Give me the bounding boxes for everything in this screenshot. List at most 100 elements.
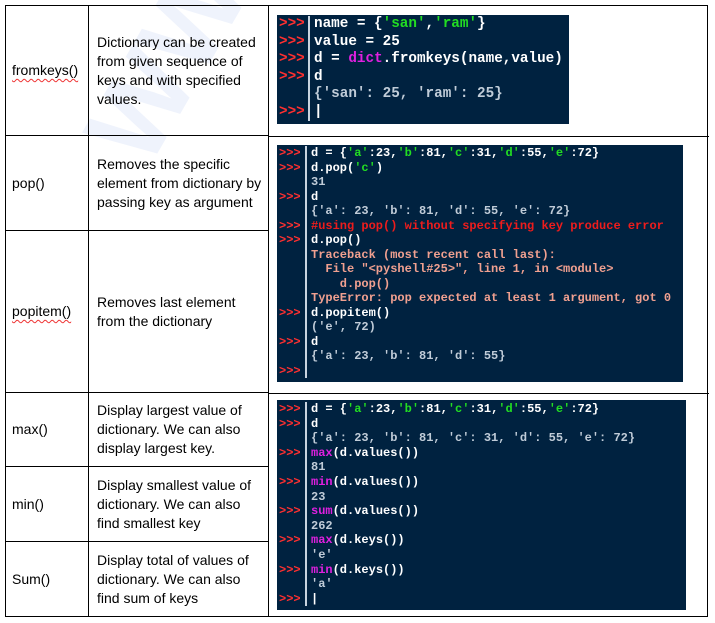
shell-line: 23 (277, 489, 686, 505)
fn-cell-sum: Sum() (6, 542, 89, 617)
shell-code: d (307, 335, 318, 350)
code-token: value = 25 (314, 33, 400, 50)
desc-cell-min: Display smallest value of dictionary. We… (89, 467, 269, 542)
prompt-marker: >>> (277, 402, 307, 417)
code-token: , (425, 16, 435, 32)
code-token: TypeError: pop expected at least 1 argum… (311, 291, 672, 305)
shell-code: 23 (307, 490, 325, 505)
prompt-marker (277, 276, 307, 291)
code-token: 'e' (548, 146, 571, 160)
code-token: d = { (311, 146, 348, 160)
prompt-marker (277, 204, 307, 219)
prompt-marker (277, 577, 307, 592)
code-token: d = { (311, 402, 348, 416)
prompt-marker (277, 175, 307, 190)
shell-code: d = {'a':23,'b':81,'c':31,'d':55,'e':72} (307, 402, 599, 417)
shell-line: >>>d (277, 334, 683, 350)
prompt-marker (277, 547, 307, 563)
shell-line: TypeError: pop expected at least 1 argum… (277, 291, 683, 306)
shell-line: >>> d.popitem() (277, 305, 683, 320)
shell-code: name = {'san','ram'} (310, 16, 486, 34)
shell-code: d.pop('c') (307, 161, 383, 176)
prompt-marker: >>> (277, 562, 307, 578)
prompt-marker: >>> (277, 16, 310, 34)
prompt-marker: >>> (277, 474, 307, 490)
shell-line: >>>d = dict.fromkeys(name,value) (277, 51, 569, 69)
code-token: 'a' (311, 577, 333, 592)
code-token: .fromkeys(name,value) (382, 51, 563, 67)
shell-line: >>>sum(d.values()) (277, 504, 686, 519)
code-token: (d.keys()) (332, 533, 405, 548)
prompt-marker (277, 460, 307, 475)
code-token: ) (375, 160, 384, 175)
code-token: 'a' (347, 146, 369, 160)
fn-name: max() (12, 421, 48, 437)
shell-code: ('e', 72) (307, 320, 376, 335)
prompt-marker: >>> (277, 146, 307, 161)
code-token: :81, (419, 402, 448, 416)
code-token: max (311, 533, 333, 548)
code-token: 'c' (447, 402, 470, 416)
shell-code: TypeError: pop expected at least 1 argum… (307, 291, 671, 306)
prompt-marker (277, 86, 310, 104)
code-token: min (311, 562, 333, 577)
shell-code: min(d.keys()) (307, 563, 405, 578)
prompt-marker (277, 518, 307, 534)
shell-code: | (310, 104, 323, 122)
prompt-marker: >>> (277, 504, 307, 519)
shell-line: >>>min(d.keys()) (277, 562, 686, 578)
fn-cell-pop: pop() (6, 136, 89, 231)
desc-text: Display largest value of dictionary. We … (97, 402, 242, 456)
code-token: d.pop() (311, 233, 362, 247)
fn-name: min() (12, 495, 44, 512)
shell-code: 'e' (307, 548, 333, 563)
shell-line: {'a': 23, 'b': 81, 'd': 55} (277, 349, 683, 364)
code-token: 'b' (397, 146, 420, 160)
code-token: 81 (311, 460, 326, 475)
code-token: :31, (469, 146, 499, 160)
shell-code: Traceback (most recent call last): (307, 248, 556, 263)
prompt-marker (277, 247, 307, 262)
shell-code: min(d.values()) (307, 475, 419, 490)
desc-text: Dictionary can be created from given seq… (97, 33, 256, 107)
code-token: 'd' (498, 402, 520, 416)
shell-code: {'san': 25, 'ram': 25} (310, 86, 503, 104)
shell-code (307, 364, 311, 379)
prompt-marker (277, 489, 307, 505)
shell-line: >>>max(d.values()) (277, 445, 686, 461)
code-token: :55, (519, 402, 549, 416)
shell-line: >>>d = {'a':23,'b':81,'c':31,'d':55,'e':… (277, 402, 686, 417)
python-shell-fromkeys: >>>name = {'san','ram'}>>>value = 25>>>d… (277, 15, 569, 124)
code-token: {'a': 23, 'b': 81, 'c': 31, 'd': 55, 'e'… (311, 431, 636, 446)
code-token: d.popitem() (311, 305, 391, 320)
shell-line: ('e', 72) (277, 320, 683, 335)
shell-code: 81 (307, 460, 325, 475)
code-token: 23 (311, 489, 326, 504)
prompt-marker: >>> (277, 233, 307, 248)
shell-line: >>> (277, 363, 683, 379)
shell-code: d = {'a':23,'b':81,'c':31,'d':55,'e':72} (307, 146, 599, 161)
prompt-marker: >>> (277, 189, 307, 204)
shell-line: {'a': 23, 'b': 81, 'd': 55, 'e': 72} (277, 204, 683, 219)
code-token: Traceback (most recent call last): (311, 247, 556, 262)
fn-name: popitem() (12, 303, 72, 319)
code-token: :55, (519, 146, 549, 160)
prompt-marker: >>> (277, 33, 310, 51)
code-token: :81, (419, 146, 448, 160)
prompt-marker: >>> (277, 218, 307, 233)
desc-cell-sum: Display total of values of dictionary. W… (89, 542, 269, 617)
python-shell-pop: >>>d = {'a':23,'b':81,'c':31,'d':55,'e':… (277, 145, 683, 382)
desc-text: Removes last element from the dictionary (97, 293, 236, 329)
code-token: File "<pyshell#25>", line 1, in <module> (311, 262, 614, 276)
code-token: d (314, 68, 323, 85)
shell-code: 262 (307, 519, 333, 534)
shell-line: >>>| (277, 103, 569, 122)
shell-line: >>>d (277, 416, 686, 432)
shell-code: d (310, 69, 323, 87)
prompt-marker (277, 262, 307, 277)
code-token: dict (348, 51, 383, 67)
prompt-marker: >>> (277, 305, 307, 320)
code-token: ('e', 72) (311, 320, 376, 334)
code-token: min (311, 474, 333, 489)
shell-line: >>>name = {'san','ram'} (277, 16, 569, 34)
